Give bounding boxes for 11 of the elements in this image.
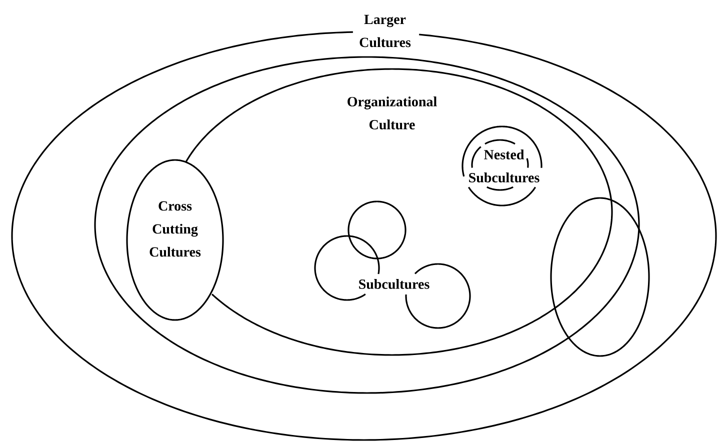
ellipse-outline xyxy=(11,31,717,441)
ellipse-label: Larger Cultures xyxy=(360,14,411,48)
ellipse-outline xyxy=(126,159,224,321)
ellipse-label: Organizational Culture xyxy=(348,96,437,130)
circle-outline xyxy=(462,126,542,206)
ellipse-outline xyxy=(94,56,640,394)
circle-group-label: Subcultures xyxy=(359,279,430,289)
ellipse-label: Nested Subcultures xyxy=(469,150,540,182)
circle-outline xyxy=(348,200,406,260)
ellipse-label: Cross Cutting Cultures xyxy=(150,201,201,257)
ellipse-outline xyxy=(550,197,650,357)
